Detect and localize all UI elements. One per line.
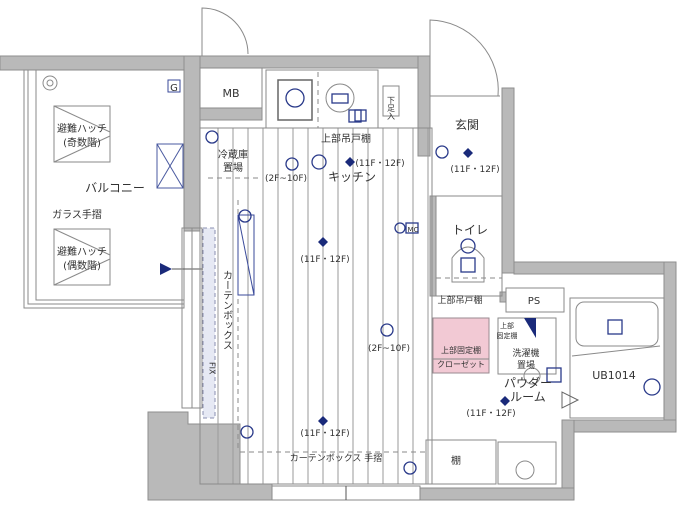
hatch-even-line2: (偶数階) [63, 259, 101, 272]
floorboards [217, 128, 429, 484]
window-left [181, 227, 216, 419]
washer-upper-line1: 上部 [500, 321, 514, 330]
light-icon [318, 416, 328, 426]
light-icon [463, 148, 473, 158]
outlet-icon [205, 130, 219, 144]
balcony-area [23, 69, 210, 309]
balcony-label: バルコニー [85, 181, 145, 195]
upper-cabinet-toilet-label: 上部吊戸棚 [437, 294, 482, 306]
upper-cabinet-kitchen-label: 上部吊戸棚 [321, 132, 371, 145]
powder-area [497, 317, 562, 485]
washer-upper-line2: 固定棚 [497, 331, 518, 340]
outlet-icon [435, 145, 449, 159]
curtain-box-bottom-label: カーテンボックス 手摺 [290, 452, 383, 464]
light-icon [500, 396, 510, 406]
gas-label: G [170, 83, 178, 94]
fridge-line2: 置場 [223, 161, 243, 174]
downlight-icon [380, 323, 394, 337]
hatch-odd-line1: 避難ハッチ [57, 122, 107, 135]
toilet-label: トイレ [452, 223, 488, 237]
powder-room-line2: ルーム [510, 390, 546, 404]
glass-railing-label: ガラス手摺 [52, 208, 102, 221]
labels: G 避難ハッチ (奇数階) バルコニー ガラス手摺 避難ハッチ (偶数階) MB… [52, 83, 636, 467]
kitchen-counter [265, 69, 400, 129]
ps-label: PS [528, 296, 540, 307]
mc-label: MC [408, 226, 419, 234]
washer-line1: 洗濯機 [512, 347, 539, 359]
mb-area [199, 7, 263, 109]
curtain-box-vertical-label: カーテンボックス [221, 270, 233, 350]
light-icon [318, 237, 328, 247]
powder-room-line1: パウダー [504, 375, 552, 390]
closet-label: クローゼット [437, 359, 485, 369]
entrance-door [429, 19, 500, 97]
outlet-icon [238, 209, 252, 223]
toilet-area [435, 195, 503, 297]
mc-icon [394, 222, 406, 234]
unit-bath [561, 297, 665, 419]
unit-bath-label: UB1014 [592, 369, 636, 382]
mb-label: MB [222, 87, 239, 100]
stove-icon [277, 79, 313, 121]
main-floor-note-low: (2F~10F) [368, 344, 410, 354]
entrance-floor-note: (11F・12F) [450, 165, 499, 175]
kitchen-floor-note-low: (2F~10F) [265, 174, 307, 184]
kitchen-label: キッチン [328, 170, 376, 184]
entrance-label: 玄関 [455, 117, 479, 132]
hatch-even-line1: 避難ハッチ [57, 245, 107, 258]
light-icon [345, 157, 355, 167]
outlet-icon [240, 425, 254, 439]
walls [0, 55, 677, 501]
fix-label: FIX [208, 362, 217, 375]
outlet-icon [403, 461, 417, 475]
shoe-box-label: 下足入 [387, 96, 396, 120]
fridge-line1: 冷蔵庫 [218, 148, 248, 161]
closet-upper-shelf-label: 上部固定棚 [441, 345, 481, 355]
downlight-icon [311, 154, 327, 170]
hatch-odd-line2: (奇数階) [63, 136, 101, 149]
washer-line2: 置場 [517, 359, 535, 371]
entrance-arrow-icon [160, 263, 172, 275]
closet-area [425, 317, 497, 485]
kitchen-floor-note-high: (11F・12F) [355, 159, 404, 169]
main-floor-note-bottom: (11F・12F) [300, 429, 349, 439]
light-fixtures [205, 109, 510, 475]
main-floor-note-top: (11F・12F) [300, 255, 349, 265]
downlight-icon [285, 157, 299, 171]
powder-floor-note: (11F・12F) [466, 409, 515, 419]
shelf-label: 棚 [451, 454, 461, 467]
